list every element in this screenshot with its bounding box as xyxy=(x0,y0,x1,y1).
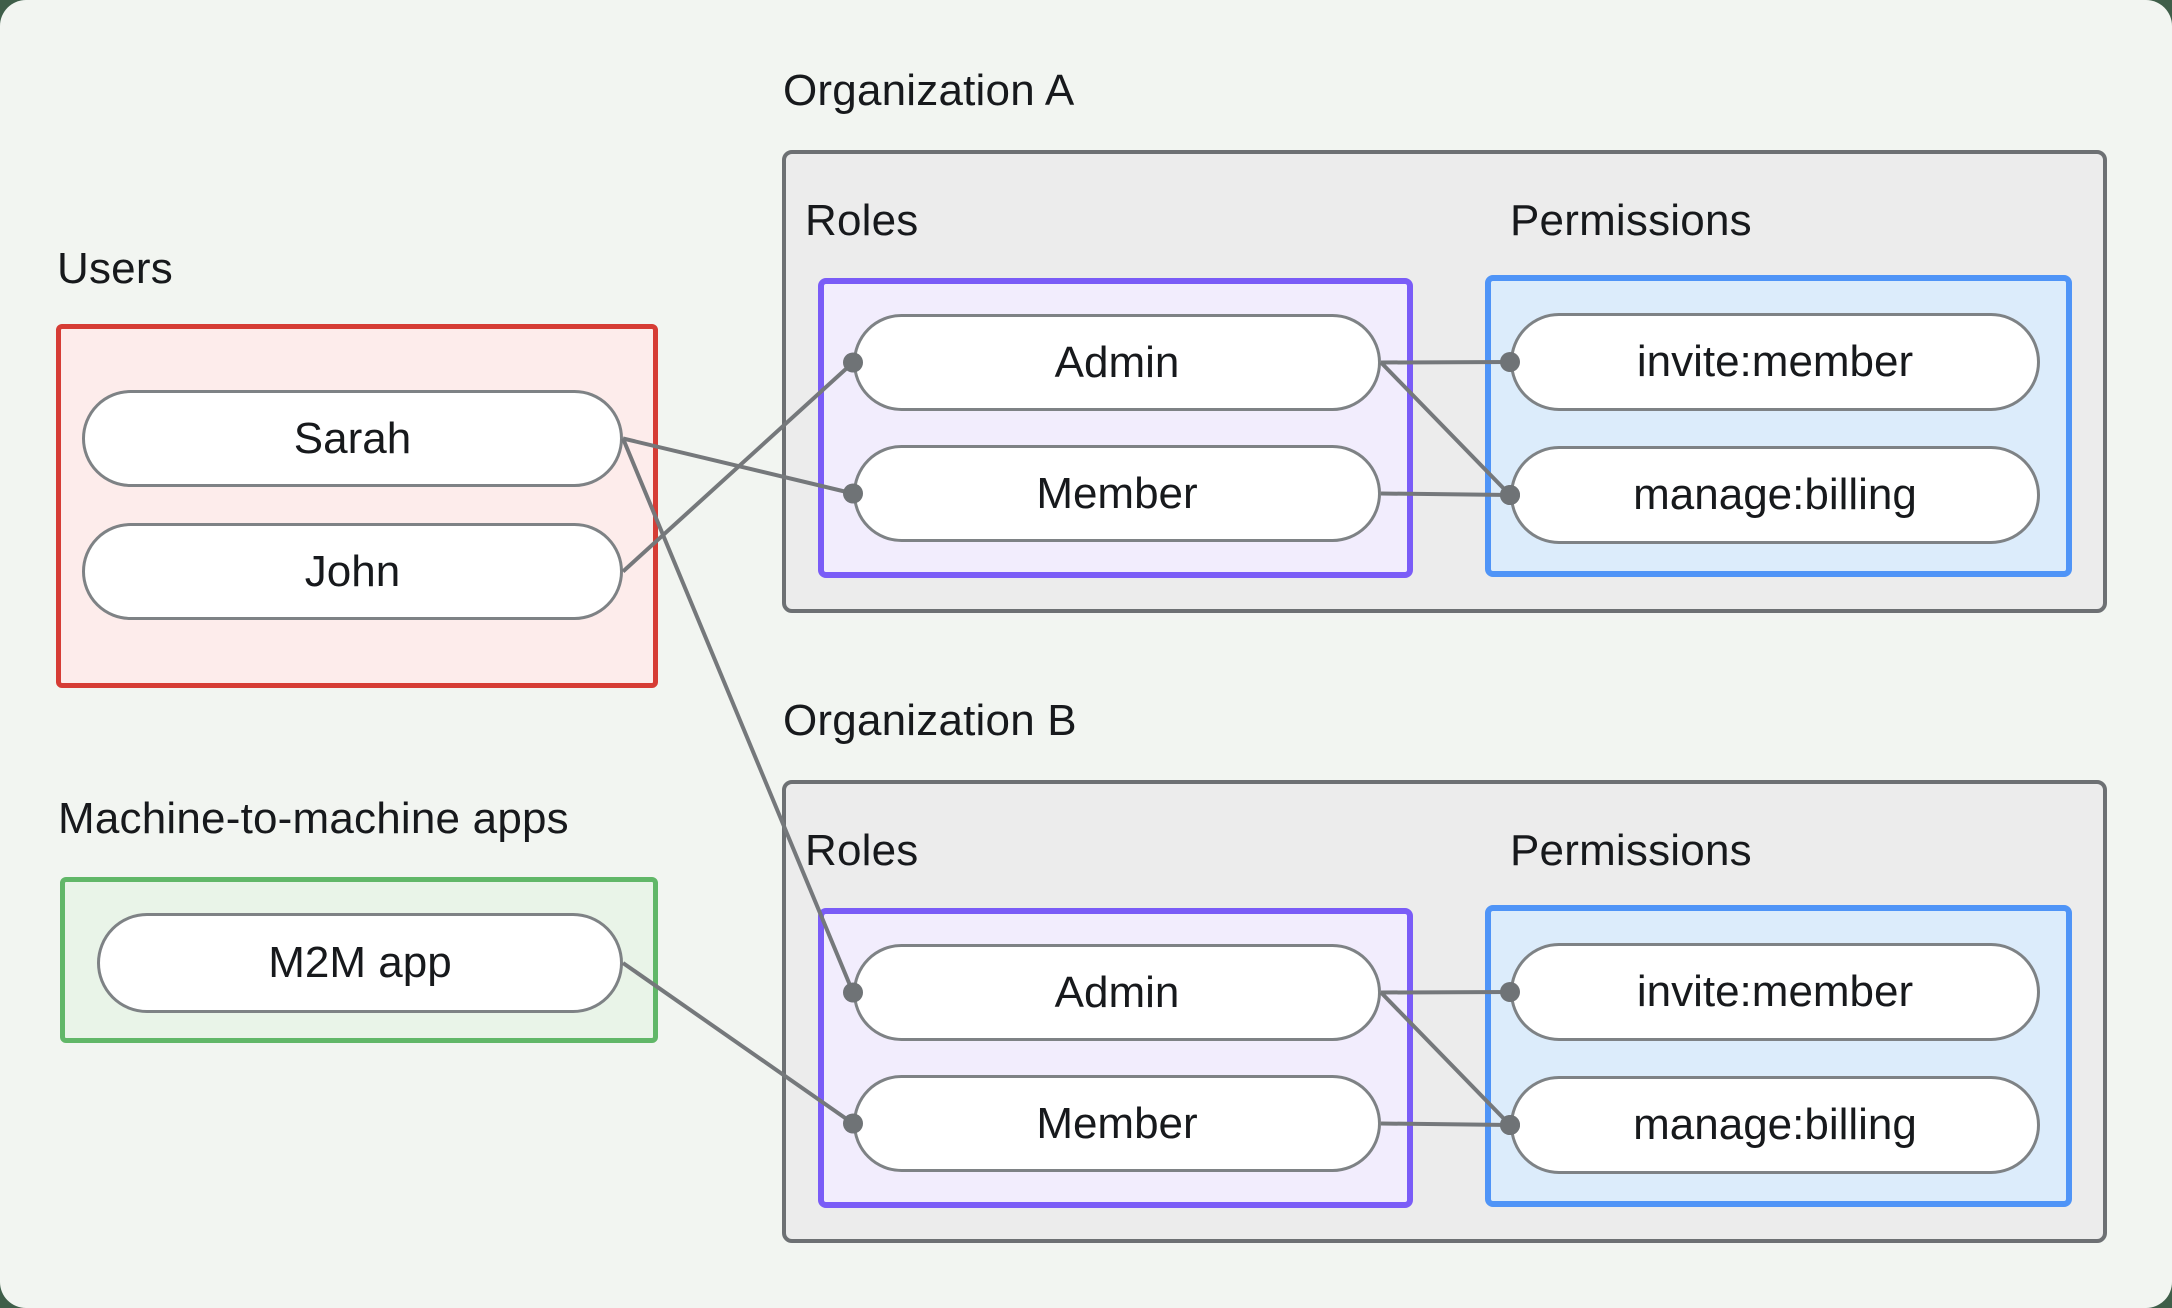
org-a-permission-invite-member-label: invite:member xyxy=(1636,337,1914,386)
m2m-node-app-label: M2M app xyxy=(268,938,452,987)
org-a-role-member-label: Member xyxy=(1036,468,1198,518)
m2m-node-app: M2M app xyxy=(97,913,623,1013)
org-b-role-member-label: Member xyxy=(1036,1098,1198,1148)
org-b-permission-manage-billing-label: manage:billing xyxy=(1633,1100,1917,1149)
org-a-role-admin-label: Admin xyxy=(1054,337,1180,387)
org-b-role-admin: Admin xyxy=(853,944,1381,1041)
org-b-permission-invite-member: invite:member xyxy=(1510,943,2040,1041)
org-a-permission-invite-member: invite:member xyxy=(1510,313,2040,411)
users-group-box xyxy=(56,324,658,688)
org-a-permission-manage-billing: manage:billing xyxy=(1510,446,2040,544)
org-b-permission-manage-billing: manage:billing xyxy=(1510,1076,2040,1174)
org-b-roles-label: Roles xyxy=(805,826,919,875)
users-section-label: Users xyxy=(57,244,173,293)
user-node-sarah: Sarah xyxy=(82,390,623,487)
org-b-role-admin-label: Admin xyxy=(1054,967,1180,1017)
org-a-role-member: Member xyxy=(853,445,1381,542)
org-b-role-member: Member xyxy=(853,1075,1381,1172)
org-b-title: Organization B xyxy=(783,696,1077,745)
org-a-role-admin: Admin xyxy=(853,314,1381,411)
org-a-roles-label: Roles xyxy=(805,196,919,245)
org-b-permission-invite-member-label: invite:member xyxy=(1636,967,1914,1016)
user-node-john: John xyxy=(82,523,623,620)
org-a-permissions-label: Permissions xyxy=(1510,196,1752,245)
org-a-title: Organization A xyxy=(783,66,1075,115)
org-a-permission-manage-billing-label: manage:billing xyxy=(1633,470,1917,519)
m2m-section-label: Machine-to-machine apps xyxy=(58,794,569,843)
user-node-sarah-label: Sarah xyxy=(293,413,412,463)
org-b-permissions-label: Permissions xyxy=(1510,826,1752,875)
user-node-john-label: John xyxy=(304,546,401,596)
